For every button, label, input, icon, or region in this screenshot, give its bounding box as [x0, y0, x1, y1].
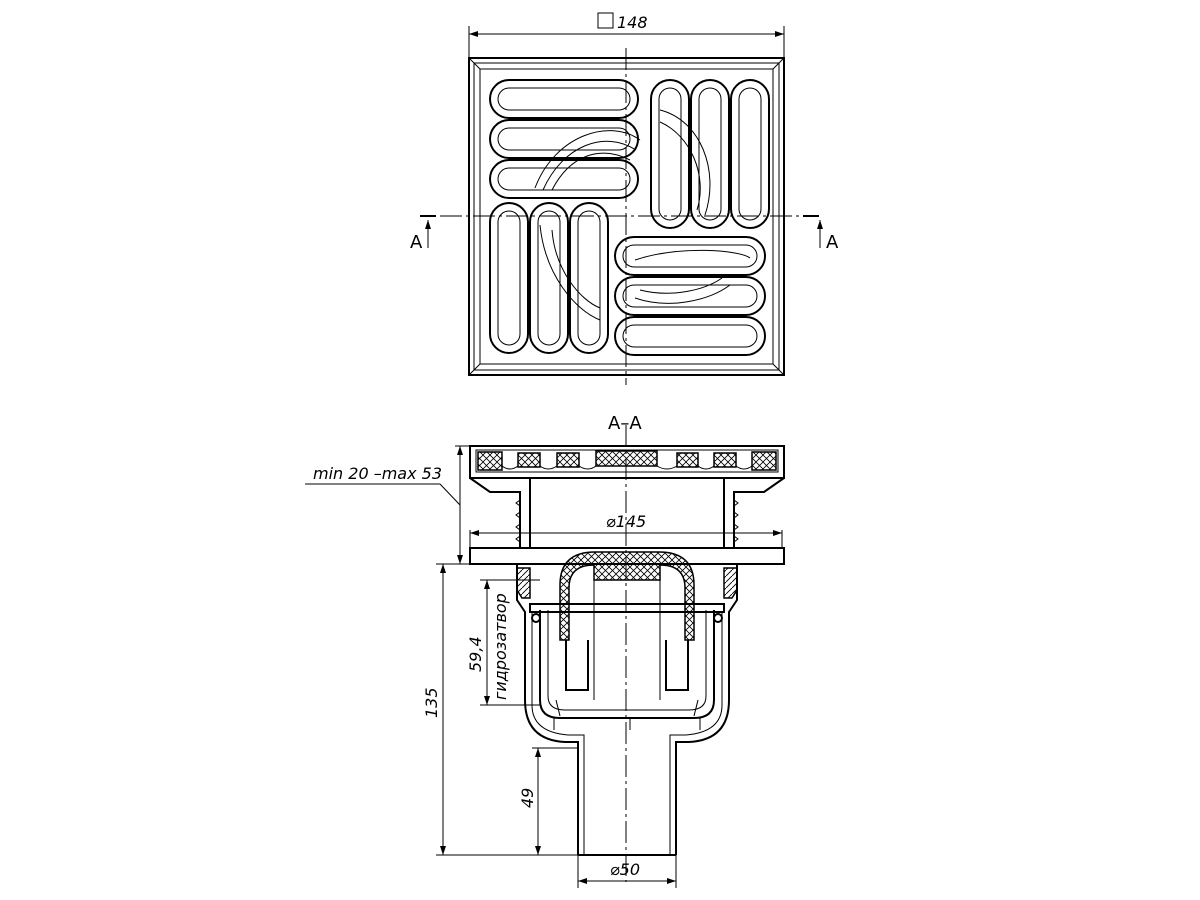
thickness-dimension: min 20 –max 53	[305, 445, 470, 565]
drain-body	[516, 564, 738, 856]
outlet-height-value: 49	[518, 788, 537, 808]
svg-text:A: A	[826, 232, 839, 253]
upper-ring	[469, 477, 785, 548]
seal-dimension: 59,4 гидрозатвор	[466, 579, 540, 706]
svg-text:A: A	[410, 232, 423, 253]
slot-group-top-left	[489, 79, 639, 199]
seal-label: гидрозатвор	[491, 593, 510, 700]
square-symbol	[597, 12, 614, 29]
section-title: A–A	[608, 413, 642, 434]
plan-view: 148	[410, 12, 839, 385]
outlet-dia: ⌀50	[610, 860, 640, 879]
grate-section	[469, 445, 785, 479]
width-value: 148	[617, 13, 648, 32]
slot-group-bottom-right	[614, 236, 766, 356]
outlet-height-dimension: 49	[518, 747, 578, 855]
seal-depth-value: 59,4	[466, 636, 485, 672]
outlet-dia-dimension: ⌀50	[577, 855, 677, 888]
flange-dia: ⌀145	[606, 512, 646, 531]
frame-corners	[468, 57, 785, 376]
section-view: A–A ⌀145	[305, 413, 785, 888]
width-dimension: 148	[468, 12, 785, 58]
trap-cup	[539, 610, 715, 730]
slot-group-bottom-left	[489, 202, 609, 354]
slot-group-top-right	[650, 79, 770, 229]
trap-bell	[559, 551, 695, 700]
height-value: 135	[422, 687, 441, 718]
thickness-note: min 20 –max 53	[313, 464, 442, 483]
section-mark-right: A	[803, 215, 839, 253]
section-mark-left: A	[410, 215, 436, 253]
height-dimension: 135	[422, 563, 578, 856]
